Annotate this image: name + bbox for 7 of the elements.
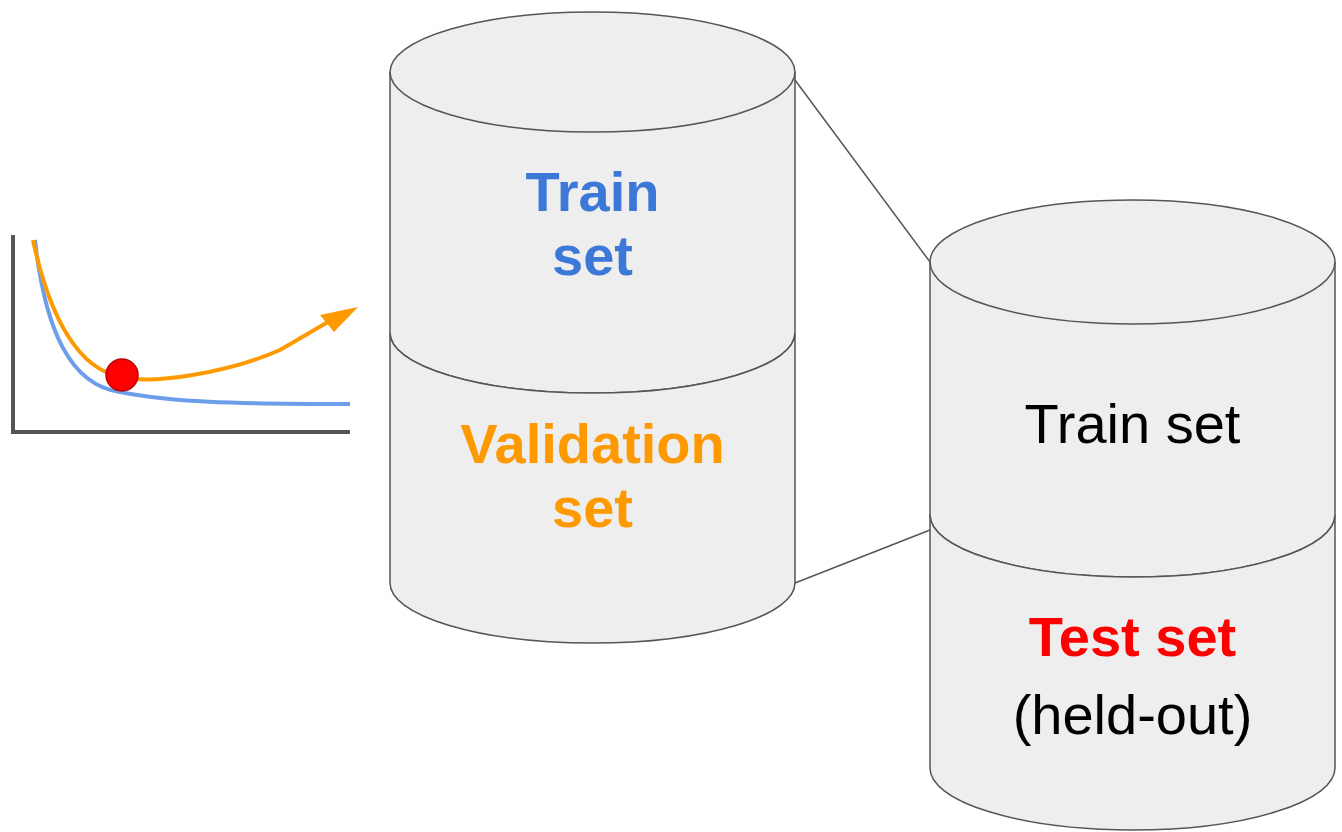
zoom-line <box>794 529 931 584</box>
segment-label: Train set <box>1023 392 1242 456</box>
segment-label: Test set <box>1027 605 1238 669</box>
segment-label: (held-out) <box>1011 683 1254 747</box>
segment-label: Train set <box>524 160 661 288</box>
segment-label: Validation set <box>459 412 726 540</box>
zoom-line <box>794 79 931 263</box>
